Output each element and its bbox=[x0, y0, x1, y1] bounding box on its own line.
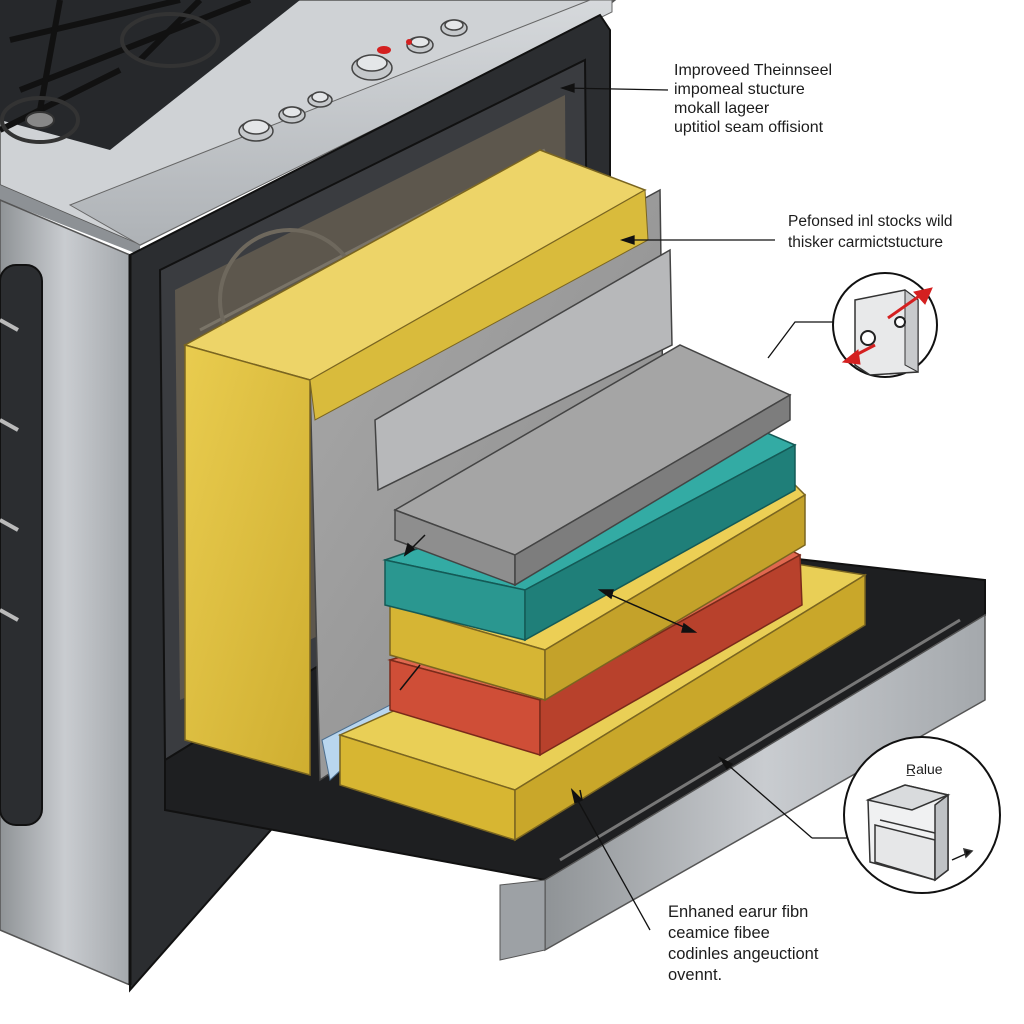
callout-top-line-3: mokall lageer bbox=[674, 100, 770, 117]
clip-bracket-icon bbox=[854, 288, 919, 376]
callout-bottom-line-4: ovennt. bbox=[668, 966, 723, 984]
grey-top-slab bbox=[393, 344, 792, 587]
callout-top-line-4: uptitiol seam offisiont bbox=[674, 119, 824, 136]
callout-middle-line-2: thisker carmictstucture bbox=[788, 234, 944, 251]
yellow-insulation-block bbox=[183, 149, 649, 776]
callout-bottom-line-2: ceamice fibee bbox=[668, 924, 770, 942]
inset-label: R̲alue bbox=[906, 761, 943, 777]
red-arrow-icon bbox=[841, 287, 933, 365]
control-knob-icon bbox=[238, 19, 468, 142]
range-top bbox=[0, 0, 617, 255]
callout-top: Improveed Theinnseel impomeal stucture m… bbox=[674, 61, 832, 137]
hinge-bracket-icon bbox=[865, 784, 974, 882]
clip-bracket-inset bbox=[832, 272, 938, 378]
callout-bottom: Enhaned earur fibn ceamice fibee codinle… bbox=[668, 902, 818, 986]
hinge-bracket-inset bbox=[843, 736, 1001, 894]
callout-top-line-2: impomeal stucture bbox=[674, 81, 805, 98]
layer-dimension-arrows bbox=[399, 534, 698, 801]
callout-bottom-line-3: codinles angeuctiont bbox=[668, 945, 819, 963]
callout-middle-line-1: Pefonsed inl stocks wild bbox=[788, 213, 953, 230]
callout-bottom-line-1: Enhaned earur fibn bbox=[668, 903, 809, 921]
leader-lines bbox=[559, 83, 848, 931]
callout-top-line-1: Improveed Theinnseel bbox=[674, 62, 833, 79]
callout-middle: Pefonsed inl stocks wild thisker carmict… bbox=[788, 211, 953, 253]
burner-grate-icon bbox=[0, 0, 252, 144]
